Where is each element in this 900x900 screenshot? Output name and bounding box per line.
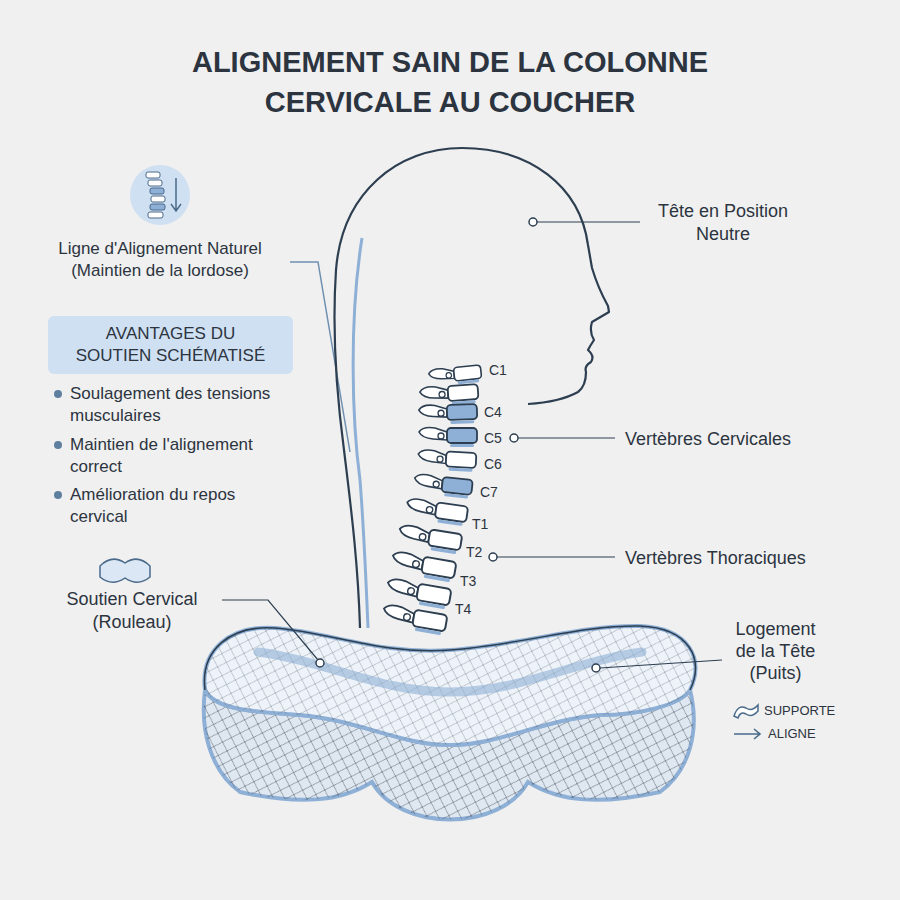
legend-text: ALIGNE xyxy=(768,726,816,742)
icon-vertebra xyxy=(151,196,165,202)
leader-line xyxy=(518,437,615,438)
icon-vertebra xyxy=(146,172,160,178)
bullet-text: Soulagement des tensions musculaires xyxy=(70,383,285,427)
pillow-top-mesh xyxy=(204,626,695,745)
pillow-edge xyxy=(204,626,695,690)
bullet-text: Maintien de l'alignement correct xyxy=(70,434,285,478)
callout-label: Vertèbres Cervicales xyxy=(625,428,791,450)
vertebra-highlight xyxy=(413,473,473,498)
icon-vertebra xyxy=(148,180,162,186)
bullet-dot xyxy=(54,491,62,499)
callout-label: Logement de la Tête (Puits) xyxy=(728,618,823,684)
vertebra xyxy=(381,604,448,636)
vertebra xyxy=(418,449,477,472)
vertebra-label: T2 xyxy=(466,544,482,560)
callout-label: Soutien Cervical (Rouleau) xyxy=(47,588,217,634)
bullet-text: Amélioration du repos cervical xyxy=(70,484,285,528)
legend-arrow-icon xyxy=(734,729,760,739)
alignment-line xyxy=(353,238,368,628)
vertebra-label: C7 xyxy=(480,484,498,500)
icon-vertebra xyxy=(150,188,164,194)
pillow-icon xyxy=(100,559,150,582)
head-outline xyxy=(334,148,609,628)
leader-line xyxy=(600,660,722,668)
leader-line xyxy=(537,221,640,222)
pillow-top xyxy=(204,626,695,745)
vertebra-label: C6 xyxy=(484,456,502,472)
spine-icon xyxy=(130,165,190,225)
bullet-dot xyxy=(54,390,62,398)
vertebra-label: T4 xyxy=(455,601,471,617)
leader-dot xyxy=(592,664,600,672)
vertebra-label: C5 xyxy=(484,430,502,446)
bullet-dot xyxy=(54,441,62,449)
callout-label: Tête en Position Neutre xyxy=(648,200,798,246)
vertebra xyxy=(397,524,462,555)
leader-dot xyxy=(316,659,324,667)
diagram-title: ALIGNEMENT SAIN DE LA COLONNE CERVICALE … xyxy=(140,42,760,122)
icon-disc xyxy=(130,165,190,225)
vertebra-label: T1 xyxy=(472,516,488,532)
leader-line xyxy=(222,600,318,660)
vertebra-label: C4 xyxy=(484,404,502,420)
legend-support-icon xyxy=(734,705,758,718)
leader-dot xyxy=(489,553,497,561)
vertebra-highlight xyxy=(419,428,477,448)
icon-vertebra xyxy=(148,212,163,218)
leader-line xyxy=(497,556,615,557)
vertebra-label: C1 xyxy=(489,362,507,378)
vertebra xyxy=(405,498,468,527)
panel-heading: AVANTAGES DU SOUTIEN SCHÉMATISÉ xyxy=(68,323,274,367)
pillow xyxy=(204,626,696,820)
panel-band: AVANTAGES DU SOUTIEN SCHÉMATISÉ xyxy=(48,316,293,374)
leader-dot xyxy=(510,434,518,442)
callout-label: Ligne d'Alignement Naturel (Maintien de … xyxy=(40,238,280,282)
vertebra-highlight xyxy=(419,404,478,426)
vertebra xyxy=(390,551,457,583)
icon-vertebra xyxy=(150,204,165,210)
leader-dot xyxy=(529,218,537,226)
callout-label: Vertèbres Thoraciques xyxy=(625,547,806,569)
vertebra-label: T3 xyxy=(460,573,476,589)
legend-text: SUPPORTE xyxy=(764,703,835,719)
icon-arrow xyxy=(171,178,181,211)
